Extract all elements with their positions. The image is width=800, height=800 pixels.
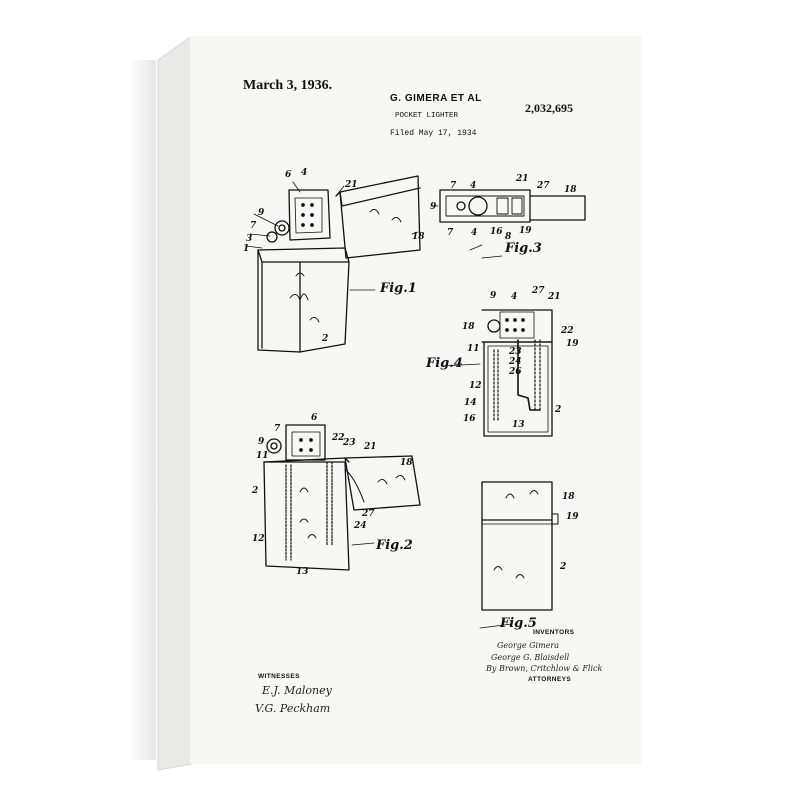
patent-filed-date: Filed May 17, 1934 xyxy=(390,129,477,138)
reference-numeral-fig1-4: 7 xyxy=(250,221,257,231)
reference-numeral-fig1-2: 21 xyxy=(345,180,358,190)
reference-numeral-fig3-10: 19 xyxy=(519,226,532,236)
inventors-label: INVENTORS xyxy=(533,629,575,636)
reference-numeral-fig3-4: 18 xyxy=(564,185,577,195)
patent-title: POCKET LIGHTER xyxy=(395,112,459,120)
figure-1-drawing xyxy=(245,175,421,353)
reference-numeral-fig3-7: 4 xyxy=(471,228,478,238)
reference-numeral-fig1-0: 6 xyxy=(285,170,292,180)
reference-numeral-fig1-8: 2 xyxy=(322,334,329,344)
reference-numeral-fig1-7: 18 xyxy=(412,232,425,242)
reference-numeral-fig1-5: 3 xyxy=(246,234,253,244)
reference-numeral-fig2-0: 7 xyxy=(274,424,281,434)
reference-numeral-fig2-11: 12 xyxy=(252,534,265,544)
reference-numeral-fig5-0: 18 xyxy=(562,492,575,502)
reference-numeral-fig1-3: 9 xyxy=(258,208,265,218)
reference-numeral-fig3-8: 16 xyxy=(490,227,503,237)
reference-numeral-fig4-4: 18 xyxy=(462,322,475,332)
reference-numeral-fig3-5: 9 xyxy=(430,202,437,212)
reference-numeral-fig4-7: 19 xyxy=(566,339,579,349)
reference-numeral-fig1-6: 1 xyxy=(243,244,250,254)
patent-date: March 3, 1936. xyxy=(243,78,333,93)
reference-numeral-fig4-9: 24 xyxy=(509,357,522,367)
reference-numeral-fig3-0: 7 xyxy=(450,181,457,191)
reference-numeral-fig4-8: 23 xyxy=(509,347,522,357)
inventor-signature-2: George G. Blaisdell xyxy=(491,653,570,662)
canvas-front xyxy=(190,36,642,764)
figure-2-drawing xyxy=(263,424,421,571)
reference-numeral-fig2-8: 2 xyxy=(252,486,259,496)
reference-numeral-fig4-15: 2 xyxy=(555,405,562,415)
reference-numeral-fig4-0: 9 xyxy=(490,291,497,301)
reference-numeral-fig4-10: 26 xyxy=(509,367,522,377)
reference-numeral-fig2-6: 11 xyxy=(256,451,269,461)
reference-numeral-fig3-9: 8 xyxy=(505,232,512,242)
reference-numeral-fig5-1: 19 xyxy=(566,512,579,522)
patent-inventor-header: G. GIMERA ET AL xyxy=(390,93,482,104)
reference-numeral-fig2-5: 9 xyxy=(258,437,265,447)
reference-numeral-fig3-2: 21 xyxy=(516,174,529,184)
attorneys-label: ATTORNEYS xyxy=(528,676,572,683)
reference-numeral-fig4-6: 11 xyxy=(467,344,480,354)
figure-5-label: Fig.5 xyxy=(500,616,537,631)
reference-numeral-fig4-11: 12 xyxy=(469,381,482,391)
inventor-signature-1: George Gimera xyxy=(497,641,560,650)
figure-5-drawing xyxy=(479,481,559,629)
reference-numeral-fig3-6: 7 xyxy=(447,228,454,238)
reference-numeral-fig4-5: 22 xyxy=(561,326,574,336)
reference-numeral-fig3-3: 27 xyxy=(537,181,550,191)
attorney-signature: By Brown, Critchlow & Flick xyxy=(486,664,603,673)
reference-numeral-fig4-12: 14 xyxy=(464,398,477,408)
reference-numeral-fig4-14: 13 xyxy=(512,420,525,430)
reference-numeral-fig4-13: 16 xyxy=(463,414,476,424)
reference-numeral-fig2-10: 24 xyxy=(354,521,367,531)
reference-numeral-fig2-1: 6 xyxy=(311,413,318,423)
figure-3-drawing xyxy=(431,189,586,259)
witness-signature-2: V.G. Peckham xyxy=(255,702,331,715)
reference-numeral-fig2-7: 18 xyxy=(400,458,413,468)
reference-numeral-fig2-4: 21 xyxy=(364,442,377,452)
reference-numeral-fig4-2: 27 xyxy=(532,286,545,296)
reference-numeral-fig3-1: 4 xyxy=(470,181,477,191)
figure-4-label: Fig.4 xyxy=(426,356,463,371)
figure-3-label: Fig.3 xyxy=(505,241,542,256)
figure-2-label: Fig.2 xyxy=(376,538,413,553)
canvas-shadow xyxy=(128,60,156,760)
reference-numeral-fig1-1: 4 xyxy=(301,168,308,178)
figure-4-drawing xyxy=(441,309,553,437)
witnesses-label: WITNESSES xyxy=(258,673,300,680)
reference-numeral-fig2-9: 27 xyxy=(362,509,375,519)
patent-number: 2,032,695 xyxy=(525,101,573,115)
reference-numeral-fig4-3: 21 xyxy=(548,292,561,302)
witness-signature-1: E.J. Maloney xyxy=(262,684,332,697)
reference-numeral-fig2-2: 22 xyxy=(332,433,345,443)
reference-numeral-fig2-12: 13 xyxy=(296,567,309,577)
reference-numeral-fig4-1: 4 xyxy=(511,292,518,302)
reference-numeral-fig5-2: 2 xyxy=(560,562,567,572)
reference-numeral-fig2-3: 23 xyxy=(343,438,356,448)
figure-1-label: Fig.1 xyxy=(380,281,417,296)
